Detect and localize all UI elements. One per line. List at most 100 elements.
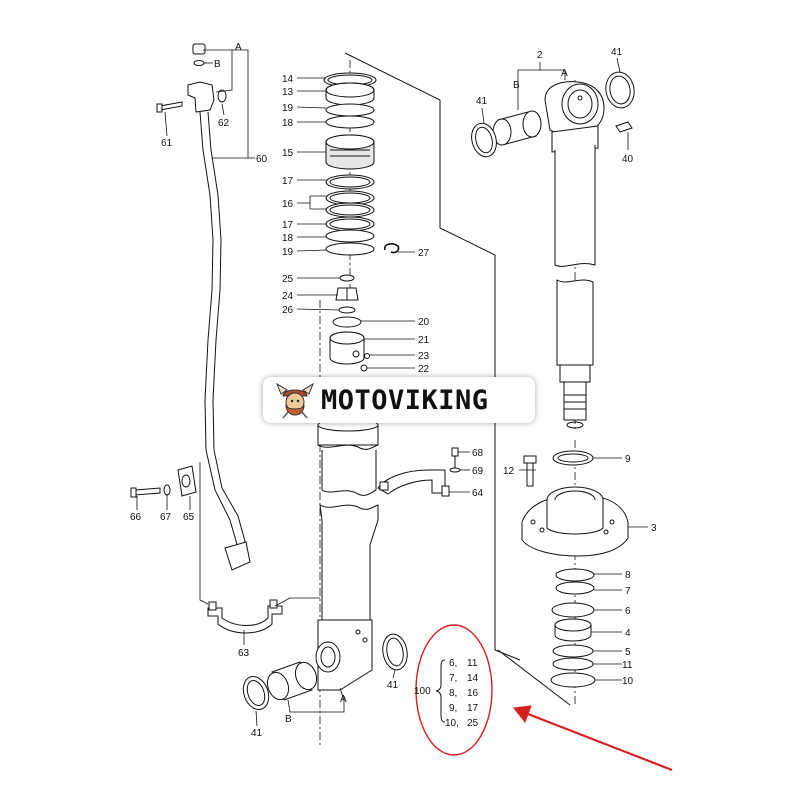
leader-lines: [136, 49, 648, 727]
seal-kit-part: 7,: [449, 673, 458, 684]
washer-67: [163, 484, 171, 496]
letter-a: A: [340, 694, 347, 705]
lower-clamp-63: [207, 599, 283, 634]
clamp-band-64: [377, 469, 446, 495]
callout-25: 25: [282, 274, 294, 285]
bottom-bushing-group: [242, 633, 408, 710]
seal-kit-brace: [435, 659, 446, 723]
callout-5: 5: [625, 647, 631, 658]
callout-17: 17: [282, 176, 294, 187]
seal-kit-part: 25: [467, 718, 479, 729]
ring-18-top: [325, 115, 375, 129]
hydraulic-pipe-60: [156, 43, 251, 571]
seal-kit-part: 16: [467, 688, 479, 699]
letter-a: A: [561, 68, 568, 79]
bolt-61: [159, 101, 183, 111]
ring-8: [555, 568, 595, 582]
seal-kit-row: 14: [467, 673, 478, 684]
callout-13: 13: [282, 87, 294, 98]
seal-kit-part: 11: [467, 658, 478, 669]
o-ring-62: [217, 89, 227, 103]
callout-63: 63: [238, 648, 250, 659]
o-ring-b: [193, 60, 205, 66]
letter-b: B: [214, 59, 221, 70]
plug-a: [192, 43, 206, 55]
bolt-66: [134, 487, 161, 496]
seal-kit-number: 100: [414, 686, 431, 697]
letter-b: B: [513, 80, 520, 91]
callout-41: 41: [476, 96, 488, 107]
ring-19-top: [325, 103, 375, 117]
seal-kit-part: 8,: [449, 688, 458, 699]
cylinder-tube: [315, 418, 379, 691]
snap-ring-27: [383, 243, 400, 254]
washer-26: [338, 306, 356, 314]
callout-18: 18: [282, 233, 294, 244]
viking-mascot-icon: [275, 382, 315, 419]
tube-clamp-assembly: [377, 447, 461, 497]
ring-10: [550, 672, 596, 688]
callout-23: 23: [418, 351, 430, 362]
ring-5: [552, 644, 594, 658]
callout-67: 67: [160, 512, 172, 523]
seal-kit-row: 7,: [449, 673, 457, 684]
callout-24: 24: [282, 291, 294, 302]
callout-22: 22: [418, 364, 430, 375]
letter-b: B: [285, 714, 292, 725]
callout-17: 17: [282, 220, 294, 231]
cylinder-head-assembly: [521, 450, 629, 688]
piston-seal-stack: [323, 72, 400, 372]
washer-69: [449, 467, 461, 473]
callout-40: 40: [622, 154, 634, 165]
callout-2: 2: [537, 50, 543, 61]
callout-60: 60: [256, 154, 268, 165]
callout-3: 3: [651, 523, 657, 534]
motoviking-watermark: MOTOVIKING: [263, 377, 535, 423]
seal-kit-row: 8,: [449, 688, 457, 699]
callout-18: 18: [282, 118, 294, 129]
callout-7: 7: [625, 586, 631, 597]
ring-11: [552, 657, 594, 671]
seal-kit-part: 10,: [445, 718, 459, 729]
callout-14: 14: [282, 74, 294, 85]
clamp-65: [177, 465, 197, 497]
seal-kit-row: 10,: [445, 718, 459, 729]
seal-kit-part: 17: [467, 703, 479, 714]
callout-64: 64: [472, 488, 484, 499]
seal-kit-row: 25: [467, 718, 478, 729]
callout-41: 41: [251, 728, 263, 739]
seal-kit-part: 9,: [449, 703, 458, 714]
callout-9: 9: [625, 454, 631, 465]
callout-66: 66: [130, 512, 142, 523]
ring-7: [555, 581, 595, 595]
seal-kit-part: 6,: [449, 658, 458, 669]
callout-62: 62: [218, 118, 230, 129]
piston-rod: [471, 71, 635, 429]
seal-kit-part: 14: [467, 673, 479, 684]
callout-15: 15: [282, 148, 294, 159]
ring-18-bottom: [325, 229, 375, 243]
screw-23: [364, 353, 370, 359]
callout-68: 68: [472, 448, 484, 459]
cylinder-base-boss: [317, 619, 373, 691]
ring-19-bottom: [325, 242, 375, 256]
letter-a: A: [235, 42, 242, 53]
callout-27: 27: [418, 248, 430, 259]
callout-4: 4: [625, 628, 631, 639]
brand-name: MOTOVIKING: [321, 384, 489, 416]
highlight-circle: [415, 624, 493, 756]
ball-22: [360, 364, 368, 372]
seal-41-top-left: [471, 122, 497, 158]
callout-8: 8: [625, 570, 631, 581]
callout-11: 11: [622, 660, 633, 671]
grease-fitting-40: [615, 121, 633, 133]
callout-61: 61: [161, 138, 173, 149]
callout-65: 65: [183, 512, 195, 523]
callout-41: 41: [611, 47, 623, 58]
seal-kit-row: 11: [467, 658, 477, 669]
seal-kit-row: 6,: [449, 658, 457, 669]
callout-16: 16: [282, 199, 294, 210]
pipe-end-fitting: [224, 541, 251, 571]
callout-19: 19: [282, 247, 294, 258]
